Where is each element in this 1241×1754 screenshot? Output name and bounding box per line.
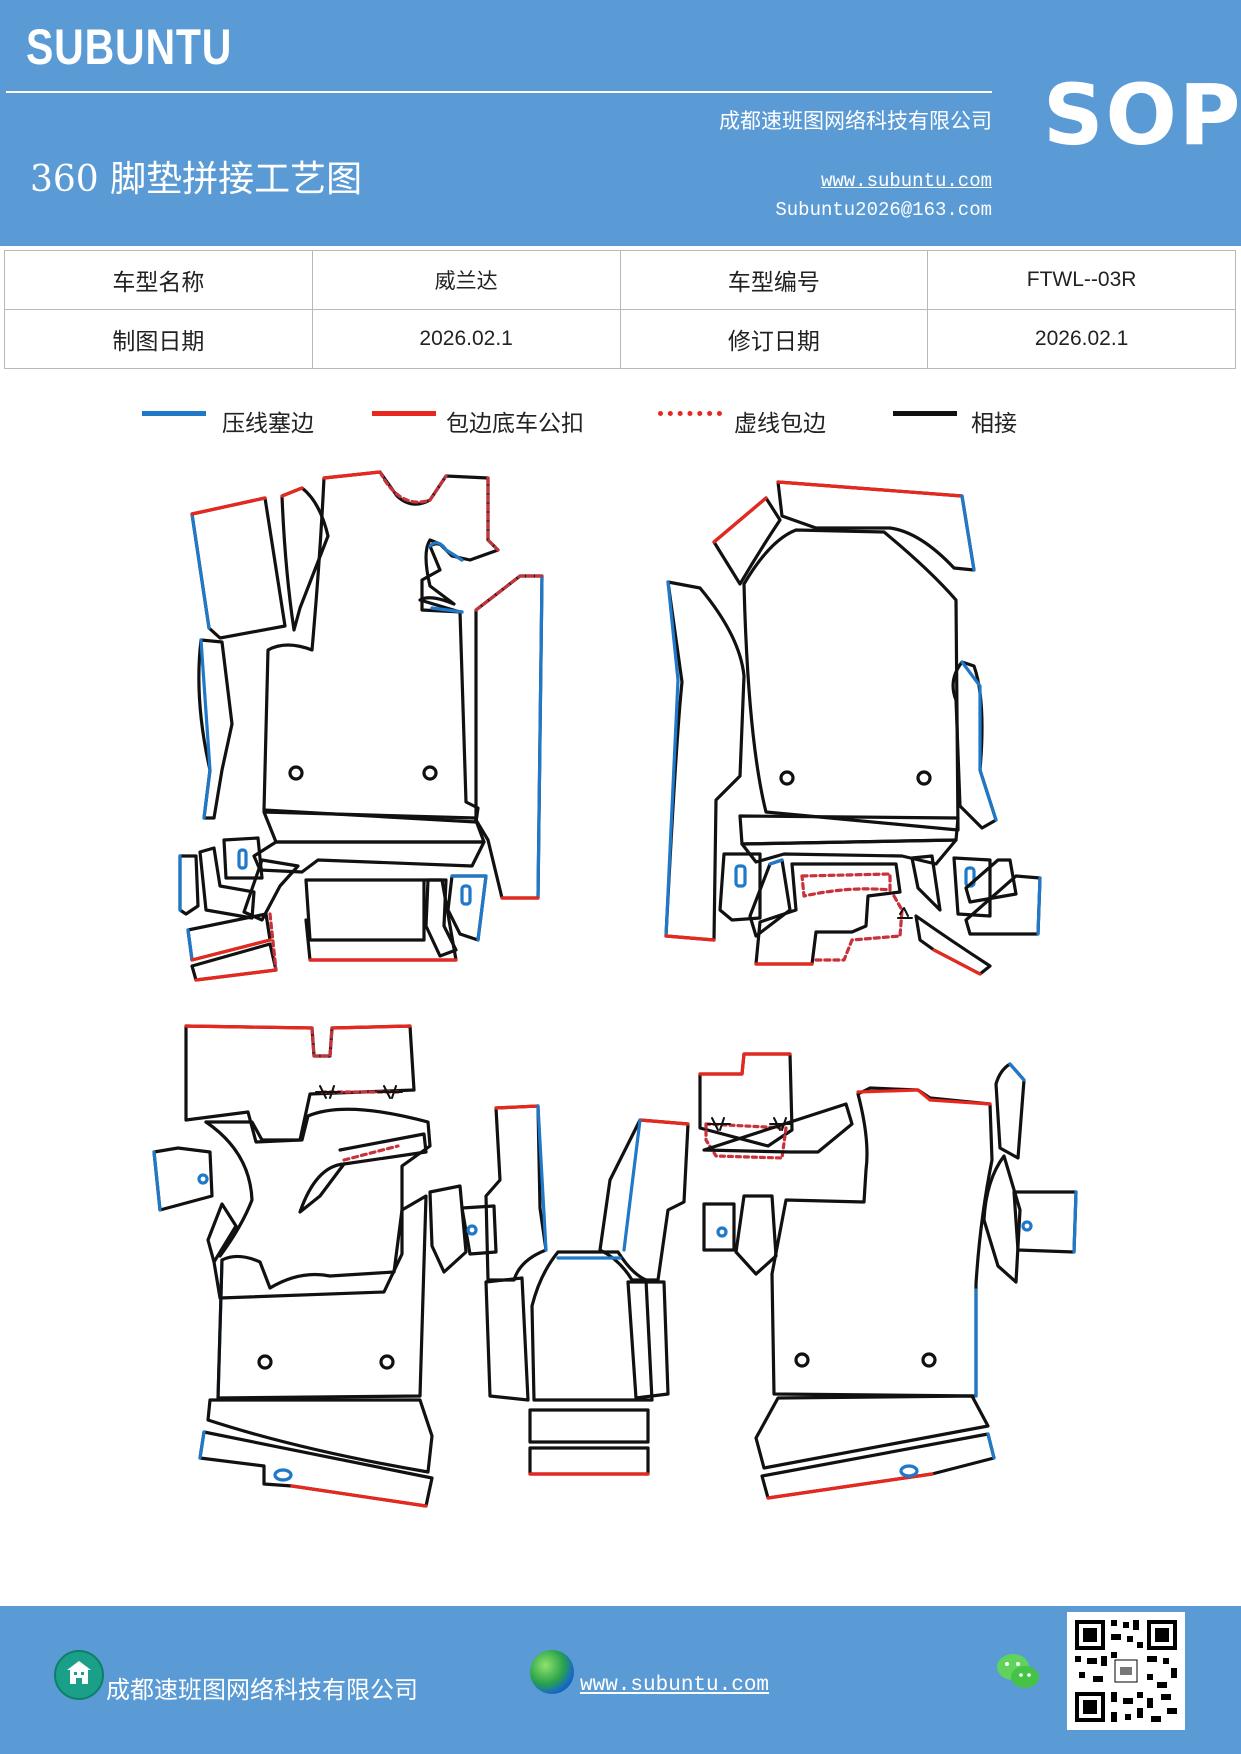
red-line-swatch [372,411,436,416]
document-title: 360 脚垫拼接工艺图 [30,159,363,200]
page-header: SUBUNTU 成都速班图网络科技有限公司 360 脚垫拼接工艺图 www.su… [0,0,1241,246]
rear-center-mat [484,1104,690,1476]
front-right-mat [664,480,1042,976]
legend-label: 包边底车公扣 [446,411,584,437]
floor-mat-diagram [152,470,1078,1508]
legend-label: 相接 [971,411,1017,437]
legend-label: 虚线包边 [734,411,826,437]
rear-left-mat [152,1024,498,1508]
header-divider [6,91,992,93]
footer-website-link[interactable]: www.subuntu.com [580,1674,770,1697]
table-row: 车型名称 威兰达 车型编号 FTWL--03R [4,250,1236,310]
legend-label: 压线塞边 [222,411,314,437]
revision-date-label: 修订日期 [619,309,929,369]
draw-date-value: 2026.02.1 [311,309,621,369]
model-name-value: 威兰达 [311,250,621,310]
red-dotted-swatch [658,411,722,416]
model-name-label: 车型名称 [4,250,313,310]
brand-logo: SUBUNTU [26,19,233,75]
black-line-swatch [893,411,957,416]
globe-icon [530,1650,574,1694]
home-icon [54,1650,104,1700]
qr-code [1067,1612,1185,1730]
table-row: 制图日期 2026.02.1 修订日期 2026.02.1 [4,309,1236,369]
revision-date-value: 2026.02.1 [927,309,1236,369]
blue-line-swatch [142,411,206,416]
vehicle-info-table: 车型名称 威兰达 车型编号 FTWL--03R 制图日期 2026.02.1 修… [4,250,1236,369]
front-left-mat [178,470,544,982]
draw-date-label: 制图日期 [4,309,313,369]
wechat-icon [994,1650,1044,1694]
page-footer: 成都速班图网络科技有限公司 www.subuntu.com [0,1606,1241,1754]
footer-company-name: 成都速班图网络科技有限公司 [106,1676,418,1704]
email-address: Subuntu2026@163.com [775,199,992,221]
website-link[interactable]: www.subuntu.com [820,170,992,192]
legend: 压线塞边 包边底车公扣 虚线包边 相接 [0,398,1241,438]
model-code-value: FTWL--03R [927,250,1236,310]
model-code-label: 车型编号 [619,250,929,310]
company-name: 成都速班图网络科技有限公司 [719,109,992,133]
sop-badge: SOP [1043,66,1241,164]
rear-right-mat [698,1052,1078,1500]
